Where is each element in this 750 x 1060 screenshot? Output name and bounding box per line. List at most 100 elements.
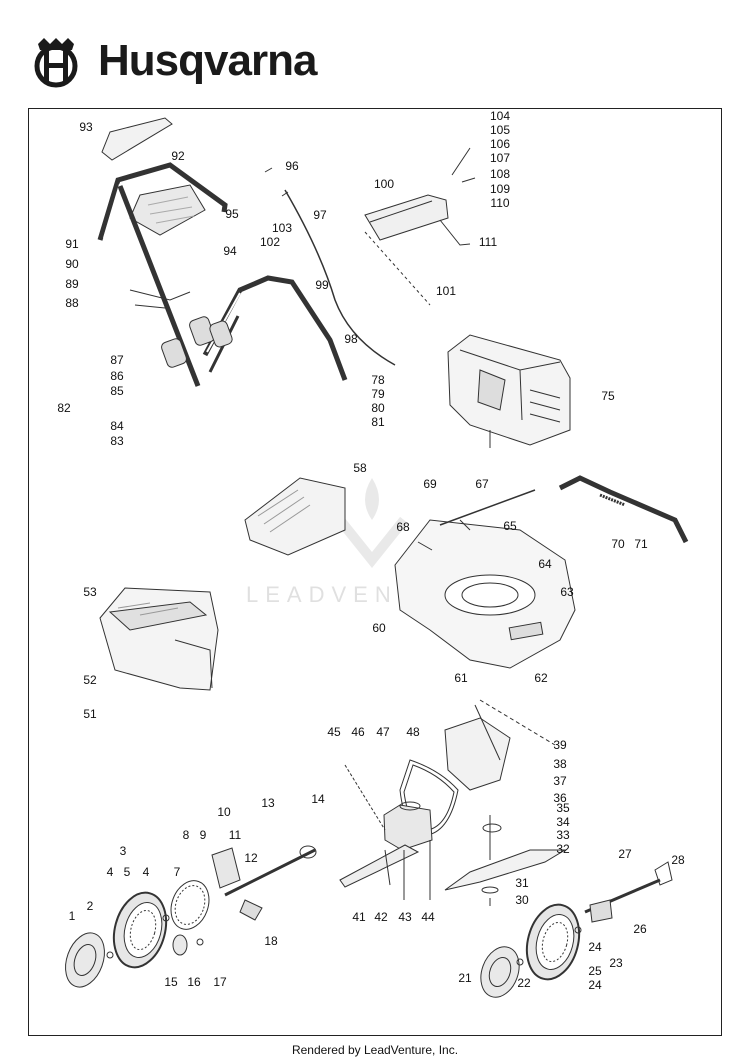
part-callout-64: 64 [538,557,552,571]
part-callout-13: 13 [261,796,275,810]
husqvarna-crown-logo-icon [34,38,78,88]
part-callout-95: 95 [225,207,239,221]
part-callout-63: 63 [560,585,574,599]
diagram-frame [28,108,722,1036]
height-rod [439,489,536,526]
part-callout-8: 8 [183,828,190,842]
rear-axle-bar [558,475,689,544]
part-callout-35: 35 [556,801,570,815]
part-callout-31: 31 [515,876,529,890]
part-callout-62: 62 [534,671,548,685]
part-callout-96: 96 [285,159,299,173]
part-callout-2: 2 [87,899,94,913]
part-callout-105: 105 [490,123,510,137]
part-callout-4: 4 [107,865,114,879]
part-callout-37: 37 [553,774,567,788]
part-callout-106: 106 [490,137,510,151]
part-callout-58: 58 [353,461,367,475]
part-callout-16: 16 [187,975,201,989]
grass-collector [99,587,219,691]
part-callout-21: 21 [458,971,472,985]
part-callout-60: 60 [372,621,386,635]
part-callout-84: 84 [110,419,124,433]
part-callout-32: 32 [556,842,570,856]
part-callout-92: 92 [171,149,185,163]
part-callout-93: 93 [79,120,93,134]
part-callout-79: 79 [371,387,385,401]
part-callout-1: 1 [69,909,76,923]
part-callout-102: 102 [260,235,280,249]
part-callout-14: 14 [311,792,325,806]
part-callout-53: 53 [83,585,97,599]
part-callout-28: 28 [671,853,685,867]
part-callout-18: 18 [264,934,278,948]
part-callout-80: 80 [371,401,385,415]
part-callout-34: 34 [556,815,570,829]
part-callout-10: 10 [217,805,231,819]
part-callout-94: 94 [223,244,237,258]
part-callout-91: 91 [65,237,79,251]
part-callout-15: 15 [164,975,178,989]
part-callout-38: 38 [553,757,567,771]
part-callout-111: 111 [479,235,498,249]
part-callout-26: 26 [633,922,647,936]
part-callout-43: 43 [398,910,412,924]
part-callout-82: 82 [57,401,71,415]
part-callout-9: 9 [200,828,207,842]
part-callout-90: 90 [65,257,79,271]
part-callout-69: 69 [423,477,437,491]
part-callout-86: 86 [110,369,124,383]
part-callout-11: 11 [229,828,242,842]
part-callout-12: 12 [244,851,258,865]
part-callout-3: 3 [120,844,127,858]
part-callout-88: 88 [65,296,79,310]
blade [444,815,567,906]
brand-name: Husqvarna [98,36,317,85]
handle-knobs [129,289,233,368]
part-callout-52: 52 [83,673,97,687]
part-callout-108: 108 [490,167,510,181]
part-callout-47: 47 [376,725,390,739]
part-callout-81: 81 [371,415,385,429]
part-callout-99: 99 [315,278,329,292]
drive-gear [170,880,210,930]
part-callout-24: 24 [588,940,602,954]
part-callout-4: 4 [143,865,150,879]
throttle-cable [284,189,396,366]
part-callout-51: 51 [83,707,97,721]
rear-wheel [480,861,673,998]
part-callout-42: 42 [374,910,388,924]
part-callout-65: 65 [503,519,517,533]
part-callout-97: 97 [313,208,327,222]
part-callout-89: 89 [65,277,79,291]
part-callout-83: 83 [110,434,124,448]
part-callout-109: 109 [490,182,510,196]
mulch-plug [244,477,346,556]
part-callout-110: 110 [490,196,509,210]
mower-deck [394,519,576,669]
part-callout-48: 48 [406,725,420,739]
engine [447,334,571,448]
part-callout-71: 71 [634,537,648,551]
part-callout-68: 68 [396,520,410,534]
front-axle [211,845,317,921]
part-callout-30: 30 [515,893,529,907]
part-callout-7: 7 [174,865,181,879]
part-callout-17: 17 [213,975,227,989]
part-callout-44: 44 [421,910,435,924]
drive-cover [444,699,556,791]
part-callout-61: 61 [454,671,468,685]
part-callout-24: 24 [588,978,602,992]
part-callout-27: 27 [618,847,632,861]
part-callout-5: 5 [124,865,131,879]
footer-credit: Rendered by LeadVenture, Inc. [291,1043,459,1057]
part-callout-107: 107 [490,151,510,165]
part-callout-67: 67 [475,477,489,491]
part-callout-104: 104 [490,109,510,123]
gearbox [339,764,433,900]
part-callout-46: 46 [351,725,365,739]
part-callout-41: 41 [352,910,366,924]
part-callout-70: 70 [611,537,625,551]
